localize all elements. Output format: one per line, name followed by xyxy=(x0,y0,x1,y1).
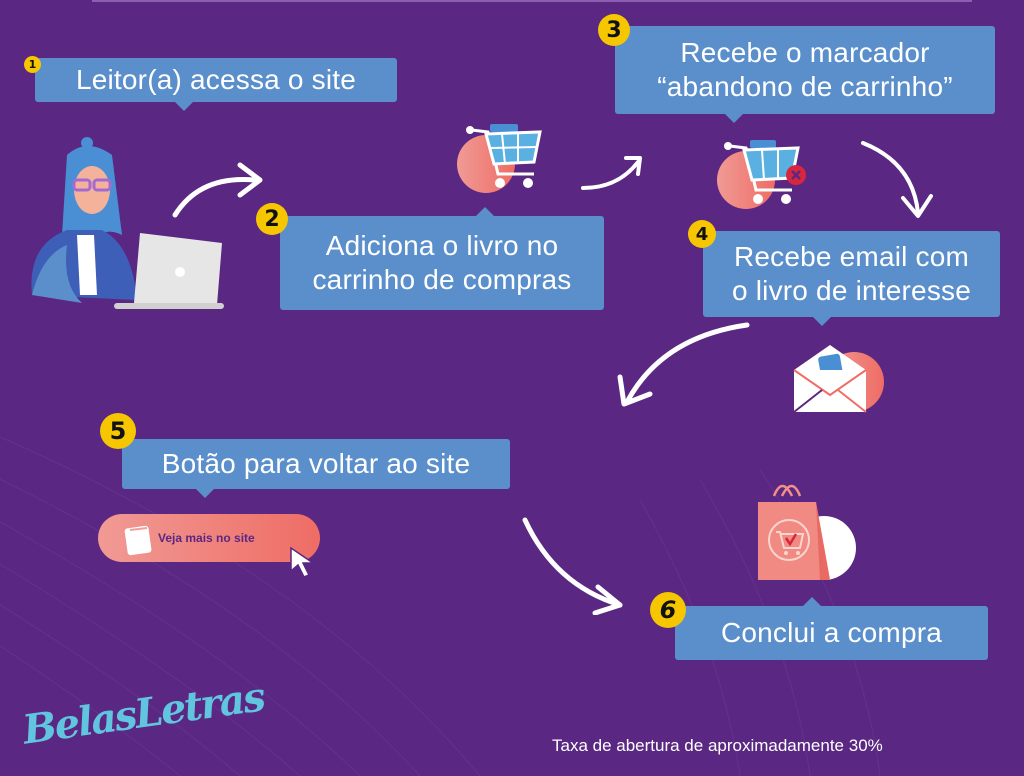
step-2-badge: 2 xyxy=(256,203,288,235)
open-rate-footnote: Taxa de abertura de aproximadamente 30% xyxy=(552,736,883,755)
step-3-badge: 3 xyxy=(598,14,630,46)
step-2-box: Adiciona o livro no carrinho de compras xyxy=(280,207,604,310)
shopping-cart-icon xyxy=(457,124,542,193)
step-5-label: Botão para voltar ao site xyxy=(161,448,471,479)
veja-mais-no-site-button[interactable]: Veja mais no site xyxy=(98,514,320,562)
cta-label: Veja mais no site xyxy=(158,531,255,545)
step-3-box: Recebe o marcador “abandono de carrinho” xyxy=(615,26,995,123)
abandoned-cart-icon xyxy=(717,140,806,209)
shopping-bag-icon xyxy=(758,484,856,580)
step-3-label-line2: “abandono de carrinho” xyxy=(657,71,953,102)
arrow-icon xyxy=(172,162,263,218)
step-1-badge: 1 xyxy=(24,56,41,73)
step-6-badge: 6 xyxy=(650,592,686,628)
step-4-label-line2: o livro de interesse xyxy=(731,275,971,306)
step-1-label: Leitor(a) acessa o site xyxy=(75,64,357,95)
step-1-box: Leitor(a) acessa o site xyxy=(35,58,397,111)
arrow-icon xyxy=(522,517,623,615)
mouse-cursor-icon xyxy=(290,546,316,578)
step-4-badge: 4 xyxy=(688,220,716,248)
step-5-badge: 5 xyxy=(100,413,136,449)
reader-with-laptop-illustration xyxy=(31,137,224,309)
book-icon xyxy=(124,525,152,556)
arrow-icon xyxy=(861,141,933,218)
step-4-label-line1: Recebe email com xyxy=(733,241,970,272)
step-6-label: Conclui a compra xyxy=(720,617,943,648)
top-divider xyxy=(92,0,972,2)
step-4-box: Recebe email com o livro de interesse xyxy=(703,231,1000,326)
step-3-label-line1: Recebe o marcador xyxy=(680,37,930,68)
arrow-icon xyxy=(617,322,750,407)
step-2-label-line1: Adiciona o livro no xyxy=(325,230,559,261)
step-6-box: Conclui a compra xyxy=(675,597,988,660)
step-5-box: Botão para voltar ao site xyxy=(122,439,510,498)
email-envelope-icon xyxy=(793,345,884,413)
step-2-label-line2: carrinho de compras xyxy=(312,264,572,295)
arrow-icon xyxy=(581,156,642,190)
